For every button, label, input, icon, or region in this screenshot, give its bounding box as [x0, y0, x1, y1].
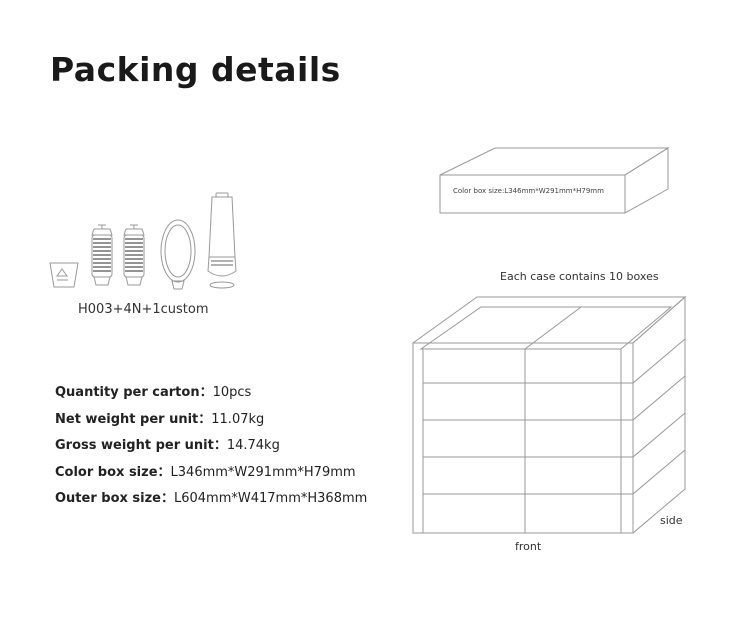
spec-label: Gross weight per unit： [55, 438, 227, 453]
spec-gross-weight: Gross weight per unit：14.74kg [55, 437, 367, 464]
spec-value: 11.07kg [211, 411, 265, 427]
color-box-illustration [435, 145, 670, 220]
spec-quantity: Quantity per carton：10pcs [55, 384, 367, 411]
spec-label: Net weight per unit： [55, 411, 212, 427]
spec-outer-box-size: Outer box size：L604mm*W417mm*H368mm [55, 490, 367, 517]
page-title: Packing details [50, 50, 341, 89]
product-caption: H003+4N+1custom [78, 302, 209, 317]
spec-net-weight: Net weight per unit：11.07kg [55, 411, 367, 438]
hair-styler-icon [207, 192, 237, 289]
spec-label: Outer box size： [55, 491, 174, 506]
case-caption: Each case contains 10 boxes [500, 270, 659, 283]
cup-icon [49, 262, 79, 288]
spec-value: 14.74kg [226, 438, 280, 453]
round-brush-icon [123, 224, 145, 286]
carton-illustration [405, 293, 690, 538]
product-illustration [40, 185, 250, 295]
oval-brush-icon [160, 219, 196, 290]
spec-label: Quantity per carton： [55, 385, 213, 400]
side-label: side [660, 514, 683, 527]
round-brush-icon [91, 224, 113, 286]
front-label: front [515, 540, 542, 553]
spec-value: 10pcs [212, 385, 252, 400]
spec-value: L346mm*W291mm*H79mm [170, 464, 356, 480]
spec-list: Quantity per carton：10pcs Net weight per… [55, 384, 367, 517]
spec-label: Color box size： [55, 464, 171, 480]
spec-value: L604mm*W417mm*H368mm [174, 491, 368, 506]
spec-color-box-size: Color box size：L346mm*W291mm*H79mm [55, 464, 367, 491]
color-box-label: Color box size:L346mm*W291mm*H79mm [453, 187, 604, 195]
